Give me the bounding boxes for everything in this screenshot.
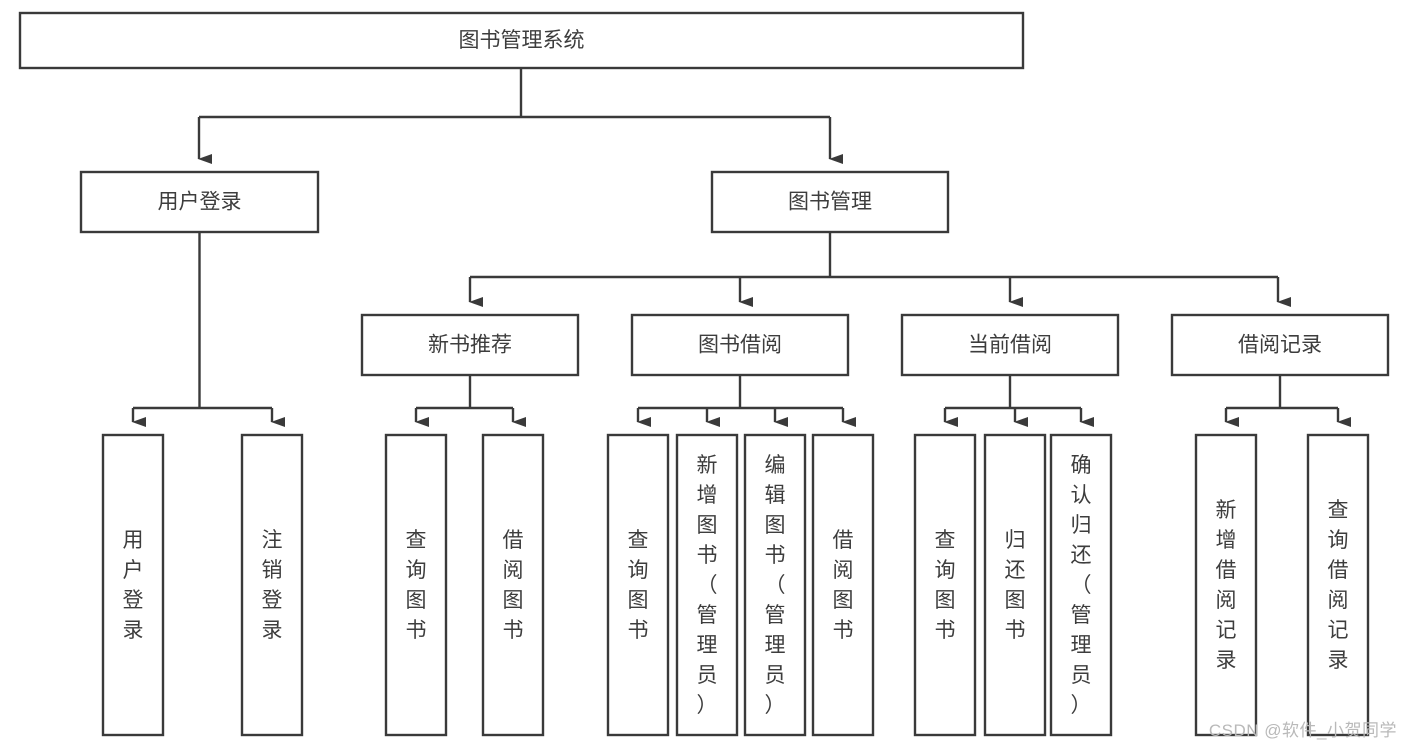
node-leaf-borrow-book-label: 借阅图书 [833,529,854,642]
node-leaf-confirm-return-admin-box[interactable] [1049,433,1113,737]
node-current-borrow-label: 当前借阅 [968,334,1052,357]
node-borrow-record[interactable]: 借阅记录 [1170,313,1390,377]
node-leaf-user-login[interactable]: 用户登录 [101,433,165,737]
node-book-manage[interactable]: 图书管理 [710,170,950,234]
node-leaf-query-borrow-record[interactable]: 查询借阅记录 [1306,433,1370,737]
node-book-borrow-box[interactable] [630,313,850,377]
node-leaf-query-book-new[interactable]: 查询图书 [384,433,448,737]
node-leaf-query-book-current-label: 查询图书 [935,529,956,642]
node-leaf-return-book-label: 归还图书 [1005,529,1026,642]
node-book-borrow[interactable]: 图书借阅 [630,313,850,377]
node-leaf-borrow-book-new[interactable]: 借阅图书 [481,433,545,737]
csdn-watermark: CSDN @软件_小贺同学 [1208,721,1397,740]
node-book-manage-label: 图书管理 [788,191,872,214]
node-borrow-record-box[interactable] [1170,313,1390,377]
node-leaf-borrow-book-box[interactable] [811,433,875,737]
node-leaf-add-book-admin[interactable]: 新增图书（管理员） [675,433,739,737]
node-leaf-logout[interactable]: 注销登录 [240,433,304,737]
connector-layer [131,68,1351,427]
node-root-root[interactable]: 图书管理系统 [18,11,1025,70]
node-leaf-query-book-borrow[interactable]: 查询图书 [606,433,670,737]
node-leaf-logout-label: 注销登录 [262,529,283,642]
node-leaf-query-book-current-box[interactable] [913,433,977,737]
node-leaf-edit-book-admin-label: 编辑图书（管理员） [765,454,786,717]
node-leaf-add-borrow-record-box[interactable] [1194,433,1258,737]
node-leaf-add-borrow-record-label: 新增借阅记录 [1216,499,1237,672]
node-borrow-record-label: 借阅记录 [1238,334,1322,357]
node-leaf-query-book-borrow-label: 查询图书 [628,529,649,642]
node-root-root-box[interactable] [18,11,1025,70]
node-leaf-borrow-book[interactable]: 借阅图书 [811,433,875,737]
node-leaf-add-book-admin-box[interactable] [675,433,739,737]
node-current-borrow[interactable]: 当前借阅 [900,313,1120,377]
node-leaf-edit-book-admin-box[interactable] [743,433,807,737]
node-layer: 图书管理系统用户登录图书管理新书推荐图书借阅当前借阅借阅记录用户登录注销登录查询… [18,11,1390,737]
node-leaf-return-book-box[interactable] [983,433,1047,737]
node-new-book-recommend[interactable]: 新书推荐 [360,313,580,377]
node-leaf-borrow-book-new-label: 借阅图书 [503,529,524,642]
node-leaf-return-book[interactable]: 归还图书 [983,433,1047,737]
node-current-borrow-box[interactable] [900,313,1120,377]
node-leaf-query-book-new-box[interactable] [384,433,448,737]
node-user-login-box[interactable] [79,170,320,234]
node-root-root-label: 图书管理系统 [459,29,585,52]
node-leaf-query-borrow-record-label: 查询借阅记录 [1328,499,1349,672]
node-leaf-logout-box[interactable] [240,433,304,737]
node-leaf-query-book-current[interactable]: 查询图书 [913,433,977,737]
node-book-manage-box[interactable] [710,170,950,234]
node-new-book-recommend-box[interactable] [360,313,580,377]
node-user-login-label: 用户登录 [158,191,242,214]
node-user-login[interactable]: 用户登录 [79,170,320,234]
node-leaf-confirm-return-admin[interactable]: 确认归还（管理员） [1049,433,1113,737]
node-leaf-add-book-admin-label: 新增图书（管理员） [697,454,718,717]
node-leaf-query-book-borrow-box[interactable] [606,433,670,737]
node-leaf-query-book-new-label: 查询图书 [406,529,427,642]
node-leaf-user-login-label: 用户登录 [123,529,144,642]
node-leaf-confirm-return-admin-label: 确认归还（管理员） [1071,454,1092,717]
node-leaf-user-login-box[interactable] [101,433,165,737]
node-leaf-borrow-book-new-box[interactable] [481,433,545,737]
node-leaf-query-borrow-record-box[interactable] [1306,433,1370,737]
node-new-book-recommend-label: 新书推荐 [428,334,512,357]
node-book-borrow-label: 图书借阅 [698,334,782,357]
node-leaf-edit-book-admin[interactable]: 编辑图书（管理员） [743,433,807,737]
node-leaf-add-borrow-record[interactable]: 新增借阅记录 [1194,433,1258,737]
